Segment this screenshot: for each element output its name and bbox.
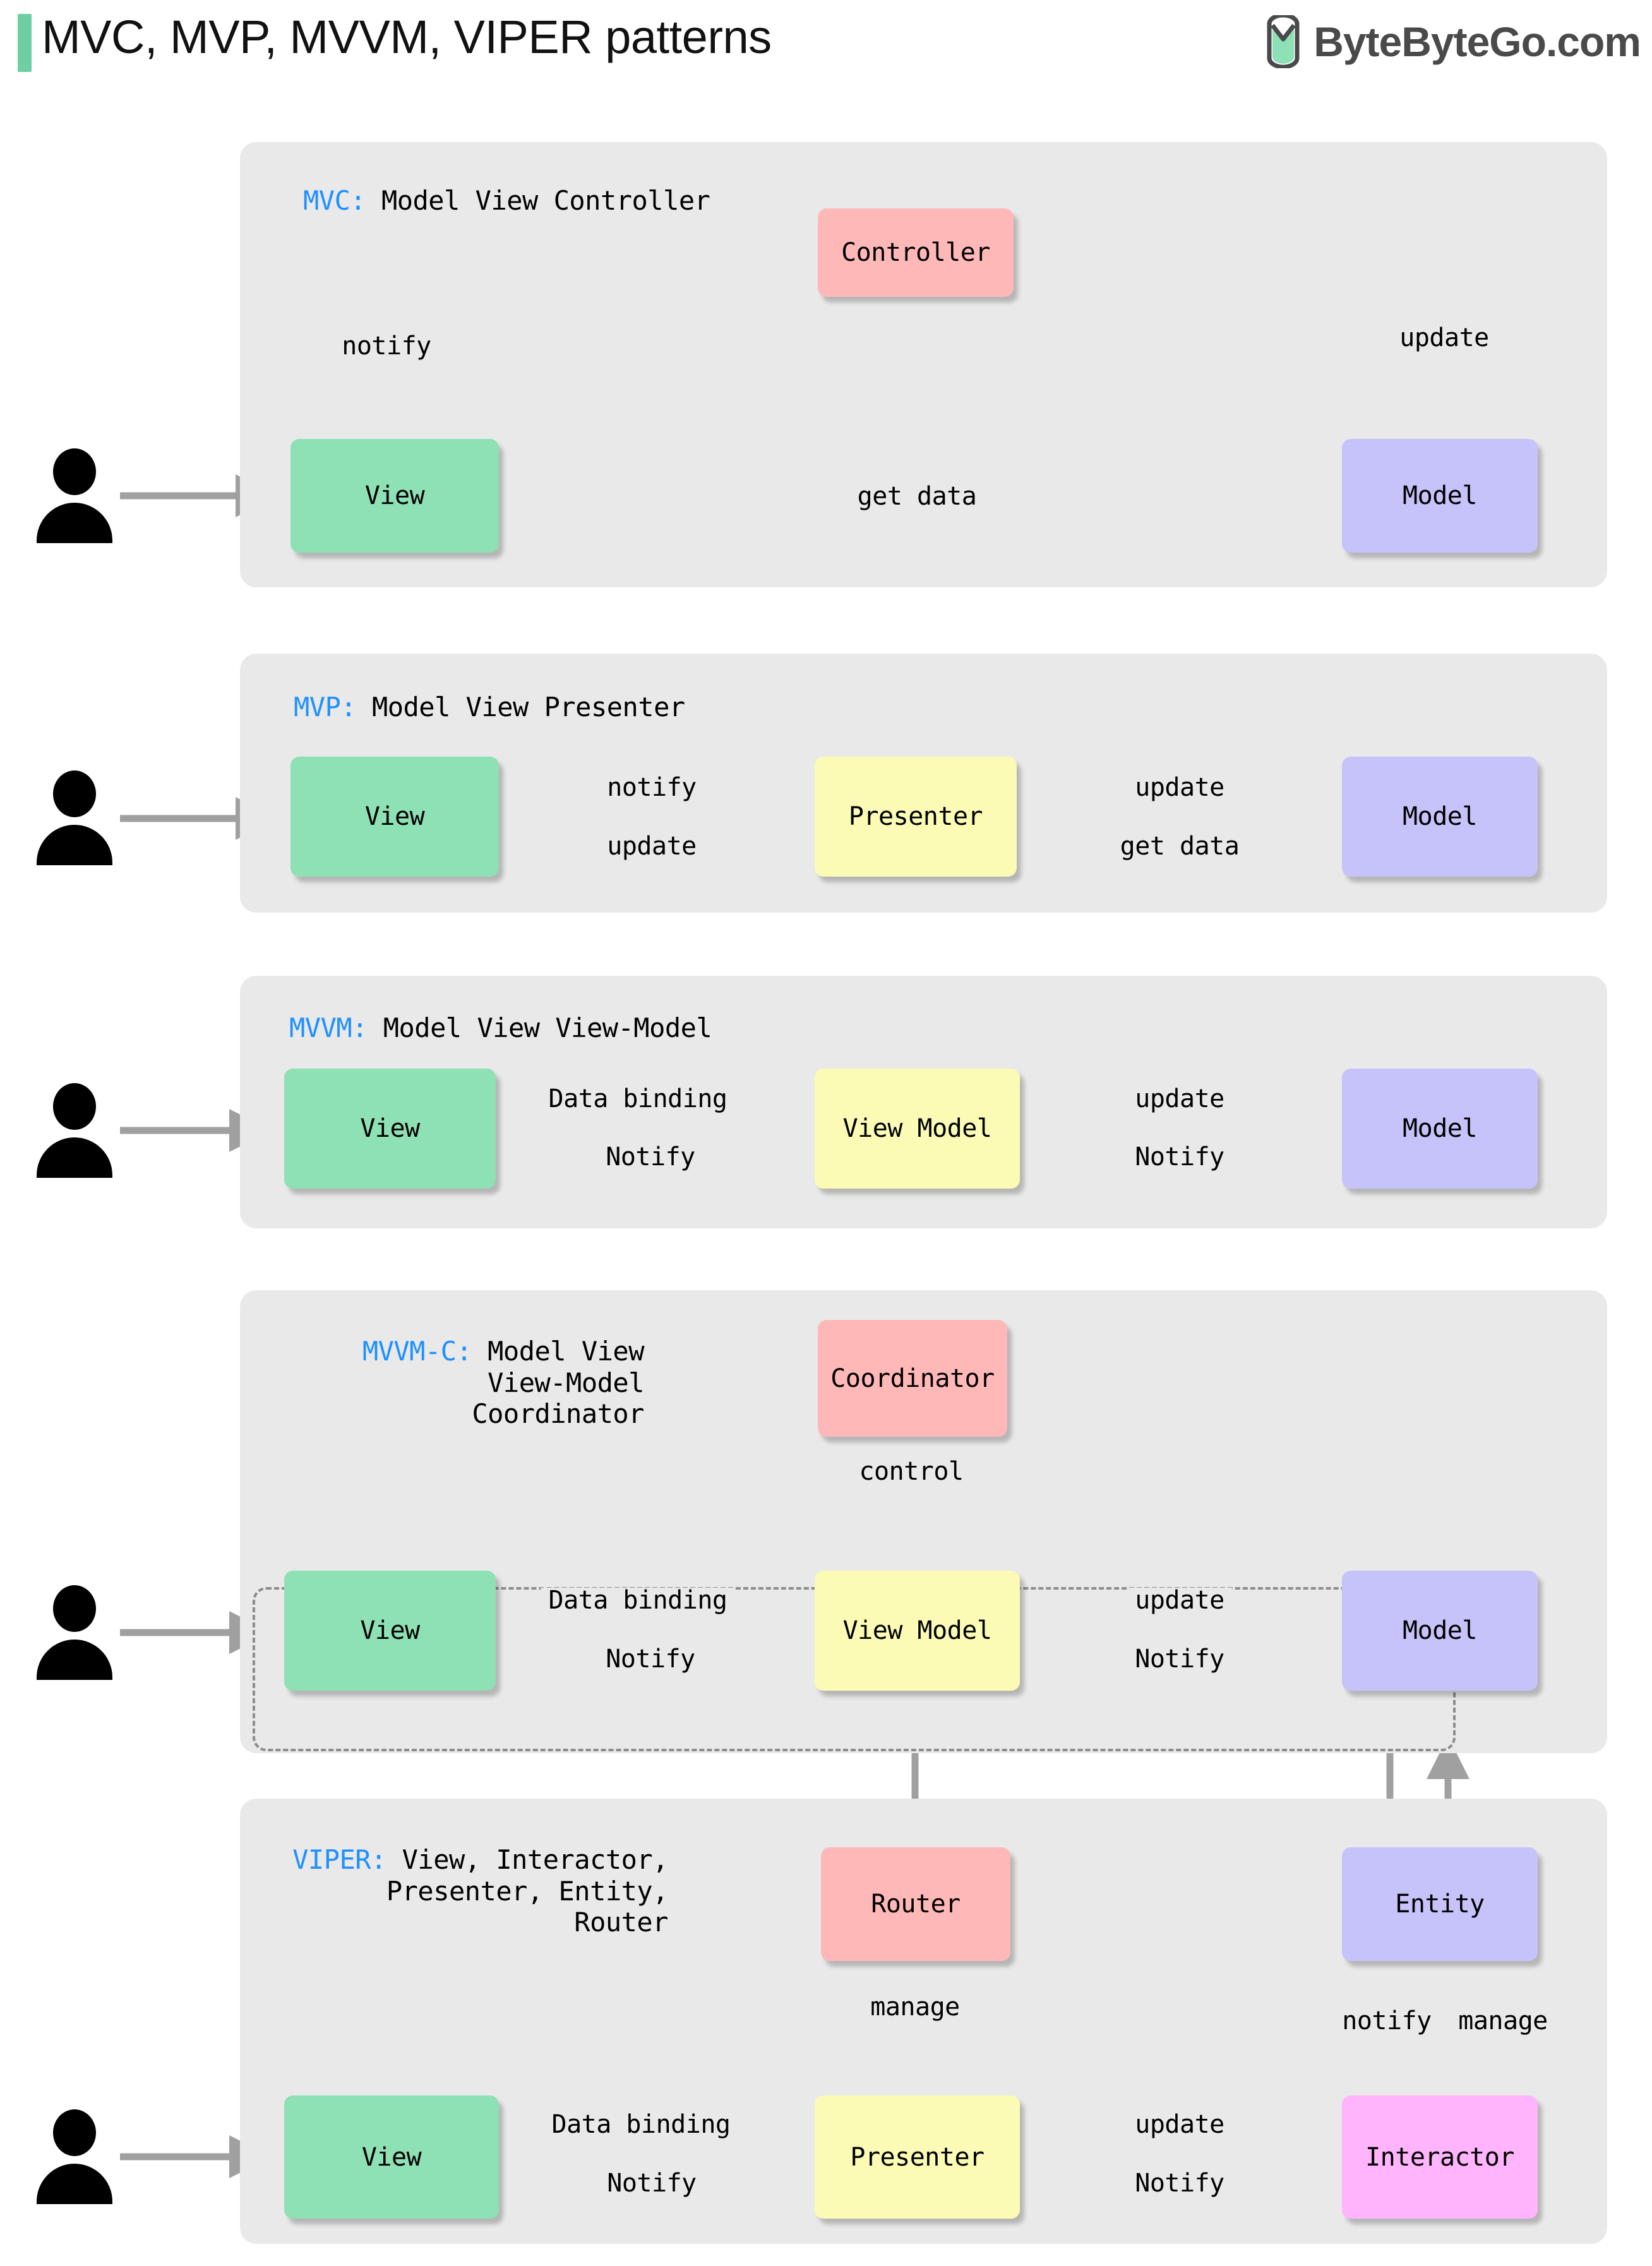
panel-title-text-mvc: Model View Controller — [366, 185, 710, 216]
actor-body-icon — [37, 2164, 112, 2204]
node-view-viper[interactable]: View — [284, 2095, 499, 2219]
edge-label-notify-right-mvvm: Notify — [1127, 1144, 1232, 1170]
node-model-mvvm[interactable]: Model — [1342, 1069, 1538, 1189]
actor-body-icon — [37, 1137, 112, 1178]
panel-tag-mvvmc: MVVM-C: — [362, 1336, 472, 1367]
actor-head-icon — [53, 1083, 96, 1130]
panel-title-line1-mvvmc: Model View — [472, 1336, 644, 1367]
node-interactor-viper[interactable]: Interactor — [1342, 2095, 1538, 2219]
actor-user-mvvm — [37, 1083, 112, 1178]
edge-label-control-mvvmc: control — [851, 1459, 971, 1484]
edge-label-notify-entity-viper: notify — [1334, 2008, 1439, 2034]
actor-head-icon — [53, 448, 96, 495]
panel-title-mvvm: MVVM: Model View View-Model — [289, 1012, 712, 1044]
actor-body-icon — [37, 825, 112, 865]
actor-body-icon — [37, 503, 112, 543]
node-model-mvc[interactable]: Model — [1342, 439, 1538, 553]
node-entity-viper[interactable]: Entity — [1342, 1847, 1538, 1961]
node-model-mvp[interactable]: Model — [1342, 757, 1538, 877]
node-view-mvc[interactable]: View — [290, 439, 499, 553]
node-presenter-mvp[interactable]: Presenter — [815, 757, 1017, 877]
node-view-mvvmc[interactable]: View — [284, 1571, 496, 1691]
node-presenter-viper[interactable]: Presenter — [815, 2095, 1020, 2219]
edge-label-update-mvvmc: update — [1127, 1588, 1232, 1613]
panel-title-text-mvp: Model View Presenter — [356, 692, 685, 722]
node-coordinator-mvvmc[interactable]: Coordinator — [818, 1320, 1007, 1437]
edge-label-notify-mvp: notify — [599, 775, 704, 800]
panel-title-mvvmc: MVVM-C: Model View View-Model Coordinato… — [290, 1336, 645, 1430]
edge-label-notify-left-mvvmc: Notify — [598, 1646, 703, 1672]
actor-head-icon — [53, 770, 96, 817]
node-model-mvvmc[interactable]: Model — [1342, 1571, 1538, 1691]
node-controller-mvc[interactable]: Controller — [818, 208, 1014, 297]
actor-user-viper — [37, 2109, 112, 2204]
page-title: MVC, MVP, MVVM, VIPER patterns — [42, 11, 772, 63]
edge-label-update-mvvm: update — [1127, 1086, 1232, 1112]
bytebytego-logo-icon — [1267, 15, 1300, 68]
actor-user-mvc — [37, 448, 112, 543]
panel-tag-viper: VIPER: — [292, 1844, 386, 1875]
edge-label-notify-left-viper: Notify — [599, 2171, 704, 2196]
actor-user-mvvmc — [37, 1585, 112, 1680]
edge-label-get-data-mvc: get data — [849, 484, 985, 509]
panel-title-line2-viper: Presenter, Entity, — [386, 1875, 669, 1907]
edge-label-data-binding-viper: Data binding — [544, 2112, 738, 2137]
brand-logo: ByteByteGo.com — [1264, 15, 1641, 68]
page-header: MVC, MVP, MVVM, VIPER patterns ByteByteG… — [0, 0, 1652, 101]
node-view-mvp[interactable]: View — [290, 757, 499, 877]
panel-title-line3-viper: Router — [574, 1907, 668, 1938]
edge-label-notify-right-viper: Notify — [1127, 2171, 1232, 2196]
edge-label-update-viper: update — [1127, 2112, 1232, 2137]
panel-title-viper: VIPER: View, Interactor, Presenter, Enti… — [289, 1844, 668, 1938]
node-viewmodel-mvvm[interactable]: View Model — [815, 1069, 1020, 1189]
node-router-viper[interactable]: Router — [821, 1847, 1010, 1961]
actor-head-icon — [53, 2109, 96, 2156]
actor-head-icon — [53, 1585, 96, 1632]
edge-label-update2-mvp: update — [1127, 775, 1232, 800]
panel-title-text-mvvm: Model View View-Model — [367, 1012, 712, 1043]
brand-text: ByteByteGo.com — [1314, 18, 1641, 65]
edge-label-manage-entity-viper: manage — [1451, 2008, 1555, 2034]
actor-body-icon — [37, 1640, 112, 1680]
edge-label-update-mvc: update — [1392, 325, 1497, 351]
edge-label-manage-router-viper: manage — [863, 1994, 967, 2020]
panel-title-mvc: MVC: Model View Controller — [303, 185, 710, 217]
edge-label-data-binding-mvvmc: Data binding — [541, 1588, 735, 1613]
node-view-mvvm[interactable]: View — [284, 1069, 496, 1189]
panel-title-mvp: MVP: Model View Presenter — [294, 692, 685, 723]
edge-label-notify-left-mvvm: Notify — [598, 1144, 703, 1170]
edge-label-update-mvp: update — [599, 834, 704, 859]
panel-title-line3-mvvmc: Coordinator — [472, 1398, 644, 1430]
panel-tag-mvp: MVP: — [294, 692, 357, 722]
edge-label-data-binding-mvvm: Data binding — [541, 1086, 735, 1112]
edge-label-notify-right-mvvmc: Notify — [1127, 1646, 1232, 1672]
node-viewmodel-mvvmc[interactable]: View Model — [815, 1571, 1020, 1691]
actor-user-mvp — [37, 770, 112, 865]
edge-label-get-data-mvp: get data — [1112, 834, 1247, 859]
panel-tag-mvc: MVC: — [303, 185, 366, 216]
panel-tag-mvvm: MVVM: — [289, 1012, 368, 1043]
title-accent-bar — [18, 14, 32, 72]
edge-label-notify-mvc: notify — [334, 333, 439, 359]
panel-title-line2-mvvmc: View-Model — [488, 1367, 644, 1398]
panel-title-line1-viper: View, Interactor, — [386, 1844, 669, 1875]
